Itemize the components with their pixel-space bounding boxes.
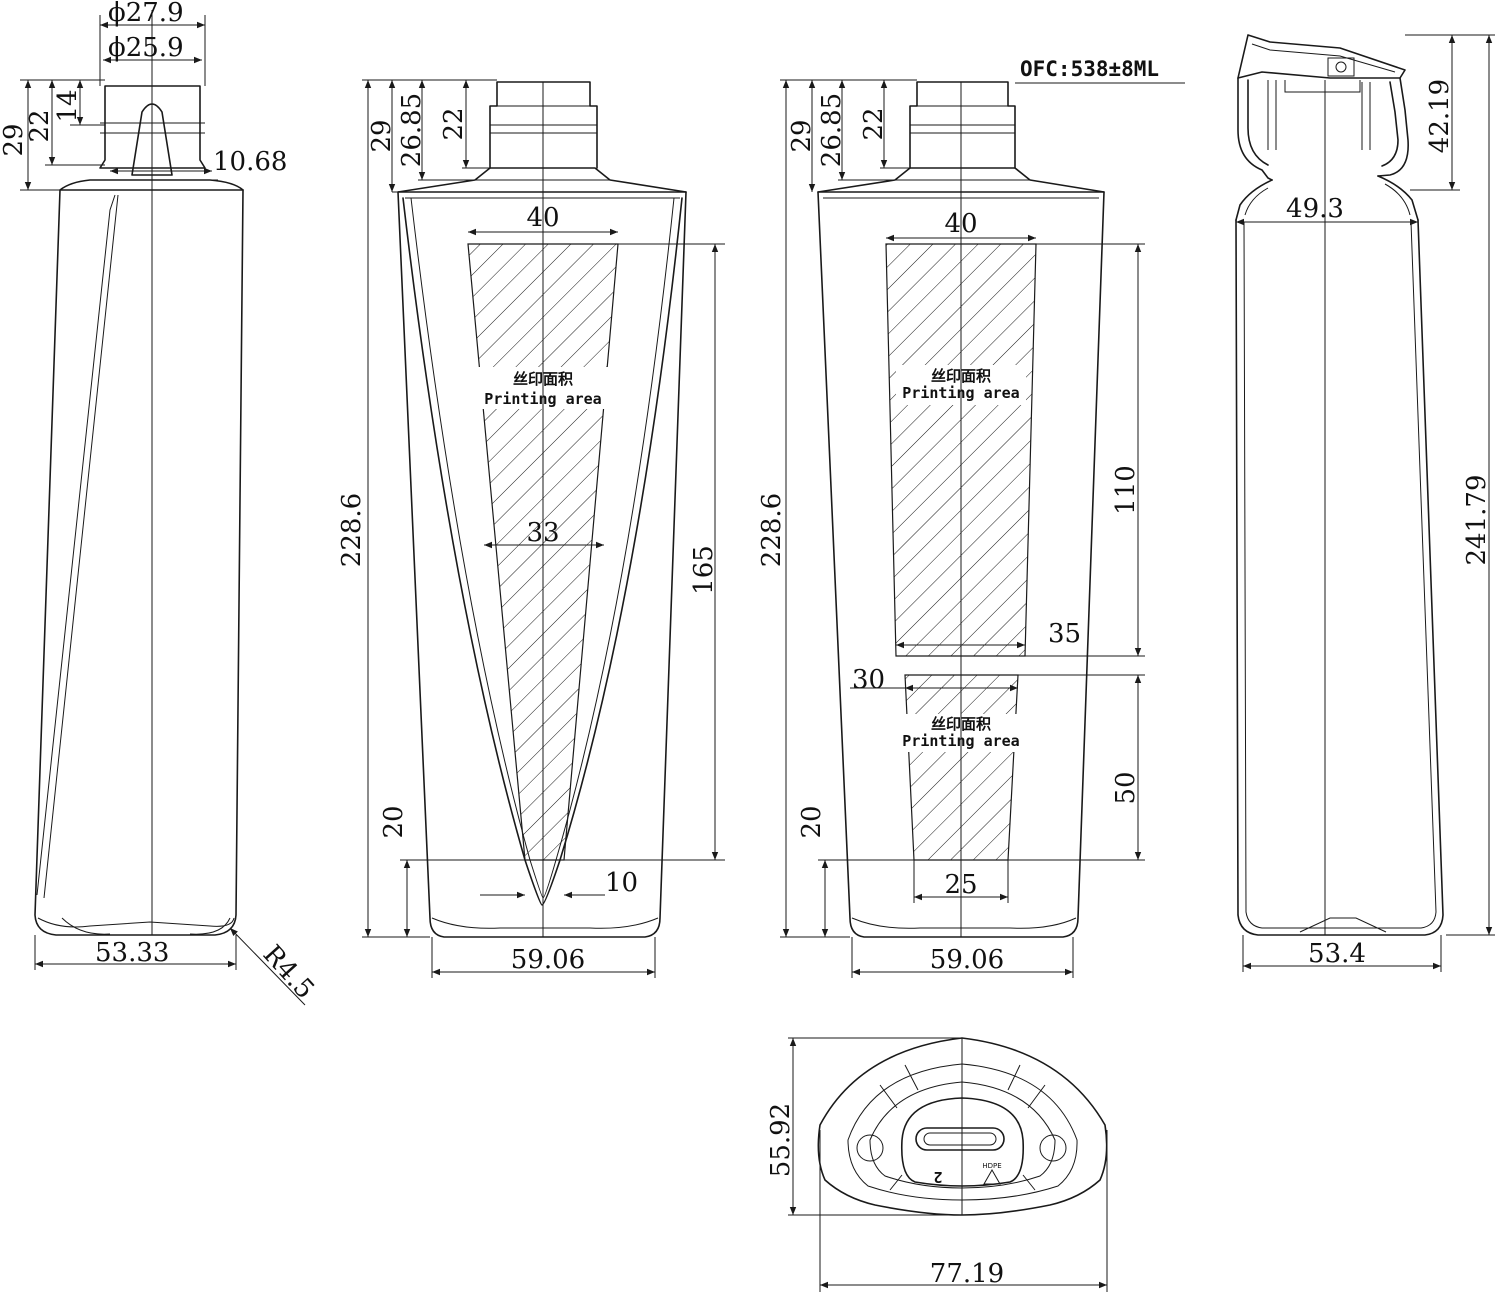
bottom-center-plate <box>900 1097 1025 1187</box>
side-view: ϕ27.9 ϕ25.9 29 22 14 10.68 53.33 R4.5 <box>0 0 320 1006</box>
dim-back-upper-bottom: 35 <box>1048 619 1081 649</box>
dim-side-29: 29 <box>0 123 29 156</box>
section-body-outer <box>1235 219 1444 936</box>
back-base-arc <box>851 917 1077 929</box>
dim-front-height: 228.6 <box>337 493 367 567</box>
dim-back-base-width: 59.06 <box>930 945 1004 975</box>
section-shoulder-left <box>1235 179 1273 221</box>
dim-front-print-top: 40 <box>526 203 559 233</box>
dim-back-lower-top: 30 <box>852 665 885 695</box>
side-body-outline <box>34 189 244 936</box>
bottom-gate-slot-inner <box>923 1132 997 1146</box>
bottom-left-pad <box>856 1134 884 1162</box>
section-cap-top <box>1237 34 1406 79</box>
section-cap-skirt-right-inner <box>1381 81 1399 167</box>
dim-back-upper-height: 110 <box>1111 465 1141 515</box>
side-nozzle <box>131 103 173 176</box>
bottom-right-pad <box>1039 1134 1067 1162</box>
dim-front-print-height: 165 <box>689 545 719 595</box>
dim-back-upper-top: 40 <box>944 209 977 239</box>
section-view: 49.3 42.19 241.79 53.4 <box>1235 34 1495 972</box>
front-body-outline <box>397 191 687 938</box>
dim-front-print-mid: 33 <box>526 518 559 548</box>
dim-front-22: 22 <box>439 107 469 140</box>
dim-back-20: 20 <box>797 805 827 838</box>
dim-front-29: 29 <box>367 119 397 152</box>
dim-section-cap-height: 42.19 <box>1425 79 1455 153</box>
dim-neck-inner-dia: ϕ25.9 <box>108 33 184 63</box>
dim-back-lower-height: 50 <box>1111 771 1141 804</box>
section-cap-inner <box>1251 43 1396 73</box>
dim-back-lower-bottom: 25 <box>944 870 977 900</box>
dim-front-base-width: 59.06 <box>511 945 585 975</box>
dim-front-20: 20 <box>379 805 409 838</box>
side-foot-lines <box>61 917 231 935</box>
dim-side-base-width: 53.33 <box>95 938 169 968</box>
dim-section-base-width: 53.4 <box>1308 939 1366 969</box>
dim-front-print-bottom: 10 <box>605 868 638 898</box>
side-edge-line-2 <box>43 194 119 899</box>
dim-side-nozzle: 10.68 <box>213 147 287 177</box>
back-view: 丝印面积 Printing area 丝印面积 Printing area 40… <box>757 79 1145 978</box>
section-shoulder-right-inner <box>1384 183 1411 216</box>
dim-back-29: 29 <box>787 119 817 152</box>
dim-front-2685: 26.85 <box>397 93 427 167</box>
dim-section-total-height: 241.79 <box>1462 475 1492 566</box>
bottom-ribs <box>879 1064 1046 1191</box>
bottom-ring-outer <box>847 1063 1078 1201</box>
bottom-mold-number: 2 <box>933 1168 942 1186</box>
section-shoulder-right <box>1377 175 1419 221</box>
recycle-icon: HDPE <box>982 1162 1002 1185</box>
section-cap-valve <box>1327 57 1355 77</box>
section-body-inner <box>1243 221 1437 929</box>
dim-back-height: 228.6 <box>757 493 787 567</box>
bottom-gate-slot <box>915 1127 1005 1151</box>
side-edge-line <box>36 194 116 896</box>
bottom-recycle-label: HDPE <box>982 1162 1001 1170</box>
dim-line-radius <box>229 927 306 1006</box>
section-cap-skirt-right <box>1377 77 1409 177</box>
capacity-note: OFC:538±8ML <box>1020 57 1159 81</box>
front-view: 丝印面积 Printing area 40 33 165 10 228.6 29… <box>337 79 725 978</box>
dim-back-2685: 26.85 <box>817 93 847 167</box>
dim-side-22: 22 <box>25 109 55 142</box>
back-body-outline <box>817 191 1105 938</box>
side-base-arc <box>37 917 235 928</box>
bottom-view: 2 HDPE 55.92 77.19 <box>766 1037 1108 1292</box>
dim-side-radius: R4.5 <box>257 940 320 1005</box>
section-cap-skirt-left-inner <box>1247 79 1269 166</box>
section-shoulder-left-inner <box>1244 187 1269 216</box>
bottom-ring-inner <box>869 1081 1056 1189</box>
back-shoulder <box>817 167 1105 193</box>
dim-side-14: 14 <box>53 89 83 122</box>
back-neck <box>909 81 1016 169</box>
section-cap-plugs <box>1267 80 1371 150</box>
section-cap-valve-hole <box>1335 61 1347 73</box>
dim-section-inner-width: 49.3 <box>1286 194 1344 224</box>
dim-neck-outer-dia: ϕ27.9 <box>108 0 184 28</box>
dim-bottom-width: 77.19 <box>930 1259 1004 1289</box>
section-base-push-up <box>1299 917 1387 933</box>
front-v-outer <box>402 197 683 906</box>
section-cap-skirt-left <box>1237 77 1273 181</box>
dim-bottom-depth: 55.92 <box>766 1103 796 1177</box>
front-base-arc <box>431 917 659 929</box>
dim-back-22: 22 <box>859 107 889 140</box>
section-cap-orifice <box>1284 80 1361 93</box>
